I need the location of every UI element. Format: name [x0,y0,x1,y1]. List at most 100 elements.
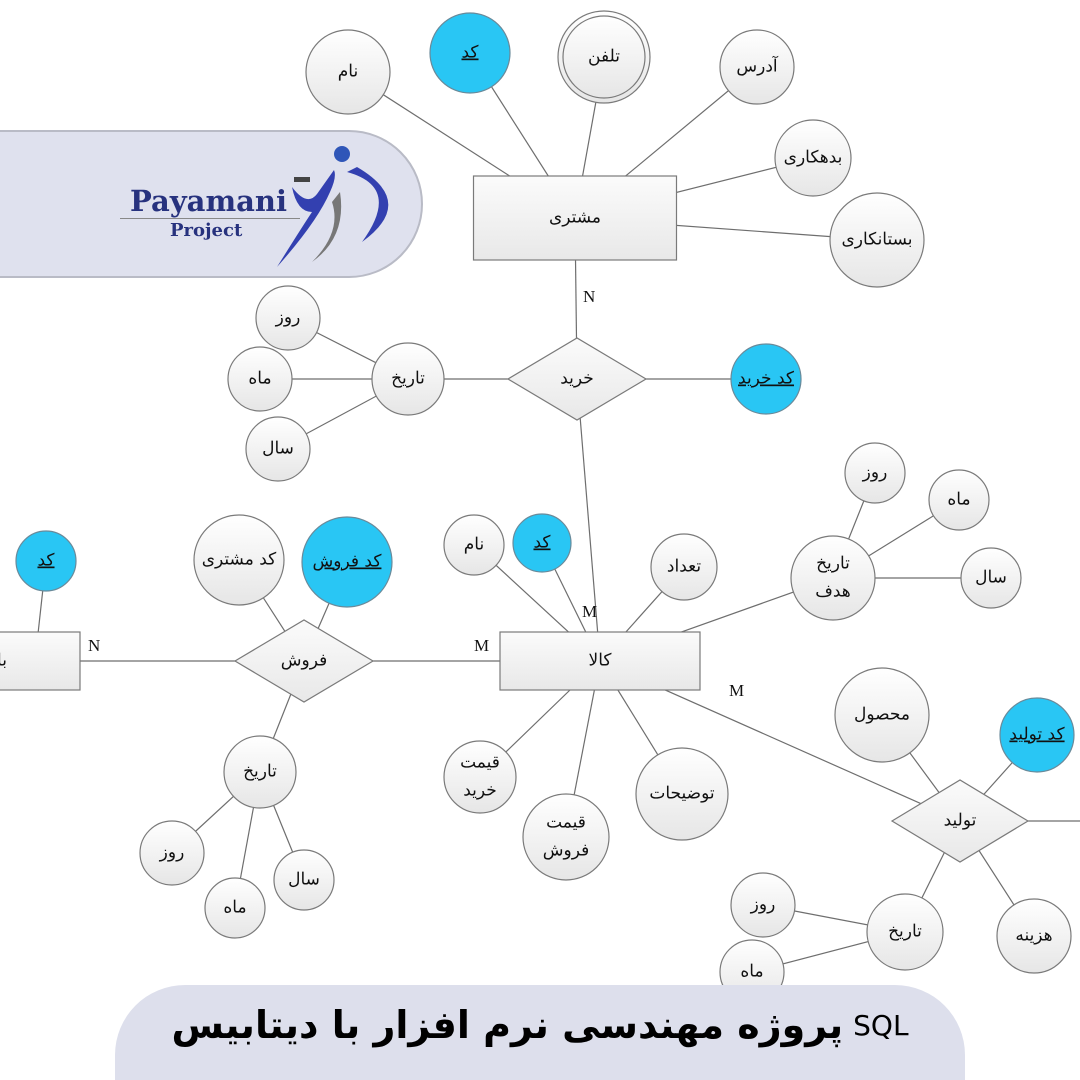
attr-product-count[interactable]: تعداد [650,533,718,601]
attr-purchase-day[interactable]: روز [255,285,321,351]
attr-target-day[interactable]: روز [844,442,906,504]
attr-production-date[interactable]: تاریخ [866,893,944,971]
relationship-shape [233,619,375,703]
attr-production-product[interactable]: محصول [834,667,930,763]
attribute-shape [928,469,990,531]
node-label: با [0,651,7,671]
node-label: روز [750,895,776,915]
logo-brand: Payamani [130,184,288,218]
attribute-shape [429,12,511,94]
node-label: کد تولید [1009,725,1065,745]
node-label: نام [464,535,484,555]
attribute-shape [960,547,1022,609]
attr-sale-day[interactable]: روز [139,820,205,886]
node-label: کد فروش [313,552,383,572]
entity-customer[interactable]: مشتری [472,175,678,261]
attribute-shape [305,29,391,115]
node-label: آدرس [736,55,779,77]
attr-production-day[interactable]: روز [730,872,796,938]
logo-subtitle: Project [170,220,243,241]
attr-product-sell-price[interactable]: قیمت فروش [522,793,610,881]
attribute-shape [227,346,293,412]
attr-purchase-code-key[interactable]: کد خرید [730,343,802,415]
attribute-shape [866,893,944,971]
node-label: روز [862,463,888,483]
entity-shape [0,631,81,691]
attr-production-cost[interactable]: هزینه [996,898,1072,974]
attribute-shape [650,533,718,601]
attribute-shape [844,442,906,504]
attr-target-month[interactable]: ماه [928,469,990,531]
node-label: سال [262,439,294,459]
attr-sale-date[interactable]: تاریخ [223,735,297,809]
attribute-shape [790,535,876,621]
payamani-logo: Payamani Project [0,130,423,278]
attr-product-name[interactable]: نام [443,514,505,576]
attribute-shape [443,514,505,576]
node-label: تاریخ [816,554,850,574]
node-label: فروش [281,651,327,671]
attribute-shape [774,119,852,197]
entity-left-partial[interactable]: با [0,631,81,691]
cardinality-label: M [729,681,744,700]
node-label: تعداد [667,557,701,577]
cardinality-label: N [88,636,100,655]
attribute-shape [999,697,1075,773]
attr-product-code-key[interactable]: کد [512,513,572,573]
attr-purchase-date[interactable]: تاریخ [371,342,445,416]
attr-left-code-key[interactable]: کد [15,530,77,592]
entity-product[interactable]: کالا [499,631,701,691]
node-label: قیمت [546,813,586,833]
attribute-shape [635,747,729,841]
attr-sale-customer-code[interactable]: کد مشتری [193,514,285,606]
banner-title: پروژه مهندسی نرم افزار با دیتابیس [171,1003,844,1047]
node-label: کد [461,43,479,63]
attribute-shape [273,849,335,911]
relationship-production[interactable]: تولید [890,779,1030,863]
relationship-shape [890,779,1030,863]
attr-customer-address[interactable]: آدرس [719,29,795,105]
attr-product-description[interactable]: توضیحات [635,747,729,841]
attr-customer-credit[interactable]: بستانکاری [829,192,925,288]
attr-production-code-key[interactable]: کد تولید [999,697,1075,773]
attribute-shape [730,343,802,415]
attr-sale-year[interactable]: سال [273,849,335,911]
relationship-shape [506,337,648,421]
attribute-shape [371,342,445,416]
node-label: سال [288,870,320,890]
attr-target-year[interactable]: سال [960,547,1022,609]
node-label: تاریخ [888,922,922,942]
diagram-nodes: مشتری خرید کالا فروش با تولید نام کد تلفن آدرس بده… [0,10,1075,1005]
attr-sale-code-key[interactable]: کد فروش [301,516,393,608]
node-label: بدهکاری [784,148,843,168]
relationship-purchase[interactable]: خرید [506,337,648,421]
attribute-shape [512,513,572,573]
relationship-sale[interactable]: فروش [233,619,375,703]
attr-customer-code-key[interactable]: کد [429,12,511,94]
attribute-shape [15,530,77,592]
node-label: کد [37,551,55,571]
connector-line [576,378,601,662]
attribute-shape [204,877,266,939]
node-label: تلفن [588,47,620,67]
attribute-shape [139,820,205,886]
attr-purchase-month[interactable]: ماه [227,346,293,412]
node-label: تاریخ [243,762,277,782]
attr-customer-name[interactable]: نام [305,29,391,115]
attr-sale-month[interactable]: ماه [204,877,266,939]
attr-customer-phone[interactable]: تلفن [557,10,651,104]
logo-divider [120,218,300,219]
node-label: روز [159,843,185,863]
node-label: فروش [543,841,589,861]
attr-purchase-year[interactable]: سال [245,416,311,482]
node-label: تاریخ [391,369,425,389]
node-label: کد [533,533,551,553]
node-label: خرید [560,369,594,389]
attribute-shape [834,667,930,763]
attr-customer-debit[interactable]: بدهکاری [774,119,852,197]
node-label: ماه [947,490,970,510]
